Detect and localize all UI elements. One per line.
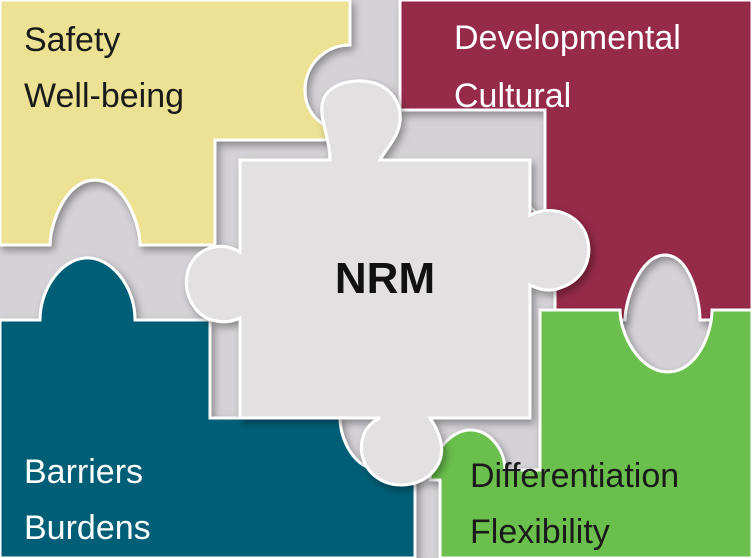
piece-bottom-right: [428, 308, 752, 558]
bottom-left-line-1: Barriers: [24, 453, 144, 491]
top-right-line-1: Developmental: [454, 19, 681, 57]
piece-top-left: [0, 0, 352, 247]
top-left-line-1: Safety: [24, 21, 121, 59]
bottom-right-line-1: Differentiation: [470, 457, 680, 495]
center-label: NRM: [334, 254, 436, 303]
top-left-line-2: Well-being: [24, 77, 185, 115]
piece-center: [184, 79, 591, 487]
top-right-line-2: Cultural: [454, 77, 572, 115]
bottom-left-line-2: Burdens: [24, 509, 151, 547]
bottom-right-line-2: Flexibility: [470, 513, 610, 551]
